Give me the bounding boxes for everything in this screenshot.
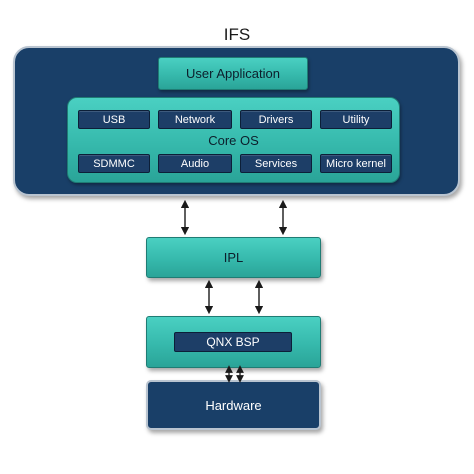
module-services: Services [240,154,312,173]
hardware-block: Hardware [146,380,321,430]
module-utility: Utility [320,110,392,129]
ipl-block: IPL [146,237,321,278]
module-usb: USB [78,110,150,129]
user-application-block: User Application [158,57,308,90]
qnx-bsp-block: QNX BSP [174,332,292,352]
module-micro-kernel: Micro kernel [320,154,392,173]
module-drivers: Drivers [240,110,312,129]
module-audio: Audio [158,154,232,173]
module-sdmmc: SDMMC [78,154,150,173]
core-os-label: Core OS [208,132,259,148]
ifs-title: IFS [223,25,251,44]
module-network: Network [158,110,232,129]
